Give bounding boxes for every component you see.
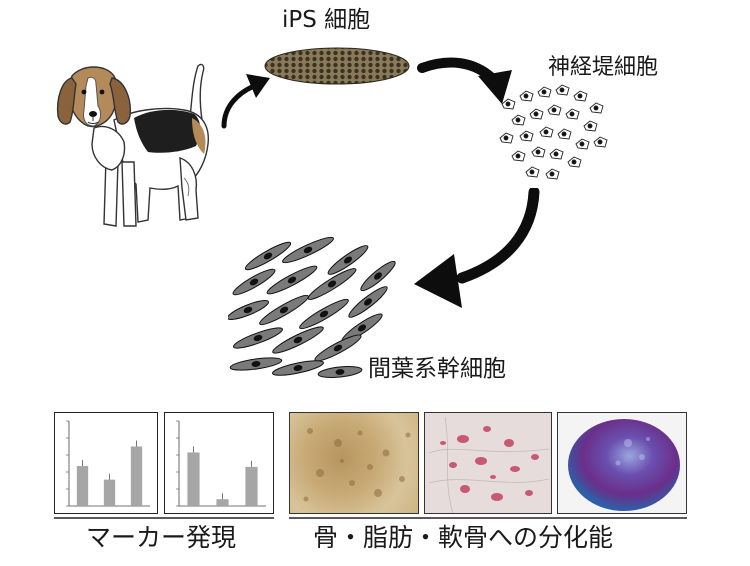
bar-3 (245, 466, 258, 506)
beagle-dog-illustration (56, 63, 209, 227)
bar-1 (187, 452, 200, 506)
mesenchymal-stem-cell-label: 間葉系幹細胞 (368, 356, 506, 382)
arrow-neural-crest-to-msc (414, 188, 540, 308)
arrow-dog-to-ips (221, 74, 270, 129)
neural-crest-cell-label: 神経堤細胞 (548, 55, 659, 80)
bar-2 (216, 499, 229, 506)
bar-1 (76, 466, 89, 506)
bar-3 (130, 446, 143, 506)
neural-crest-cell-cluster (499, 84, 608, 180)
marker-expression-chart-2 (164, 412, 274, 514)
cartilage-differentiation-photo (557, 412, 687, 514)
mesenchymal-stem-cell-cluster (228, 236, 396, 378)
fat-differentiation-photo (424, 412, 552, 514)
marker-expression-chart-1-plot (66, 420, 150, 507)
caption-bracket-lines (54, 517, 687, 519)
ips-cell-colony (264, 47, 410, 85)
bar-2 (103, 479, 116, 506)
marker-expression-chart-1 (54, 412, 158, 514)
marker-expression-caption: マーカー発現 (86, 523, 237, 552)
ips-cell-label: iPS 細胞 (282, 7, 371, 33)
marker-expression-chart-2-plot (176, 420, 266, 507)
differentiation-capacity-caption: 骨・脂肪・軟骨への分化能 (313, 523, 614, 552)
bone-differentiation-photo (289, 412, 419, 514)
arrow-ips-to-neural-crest (417, 57, 512, 104)
